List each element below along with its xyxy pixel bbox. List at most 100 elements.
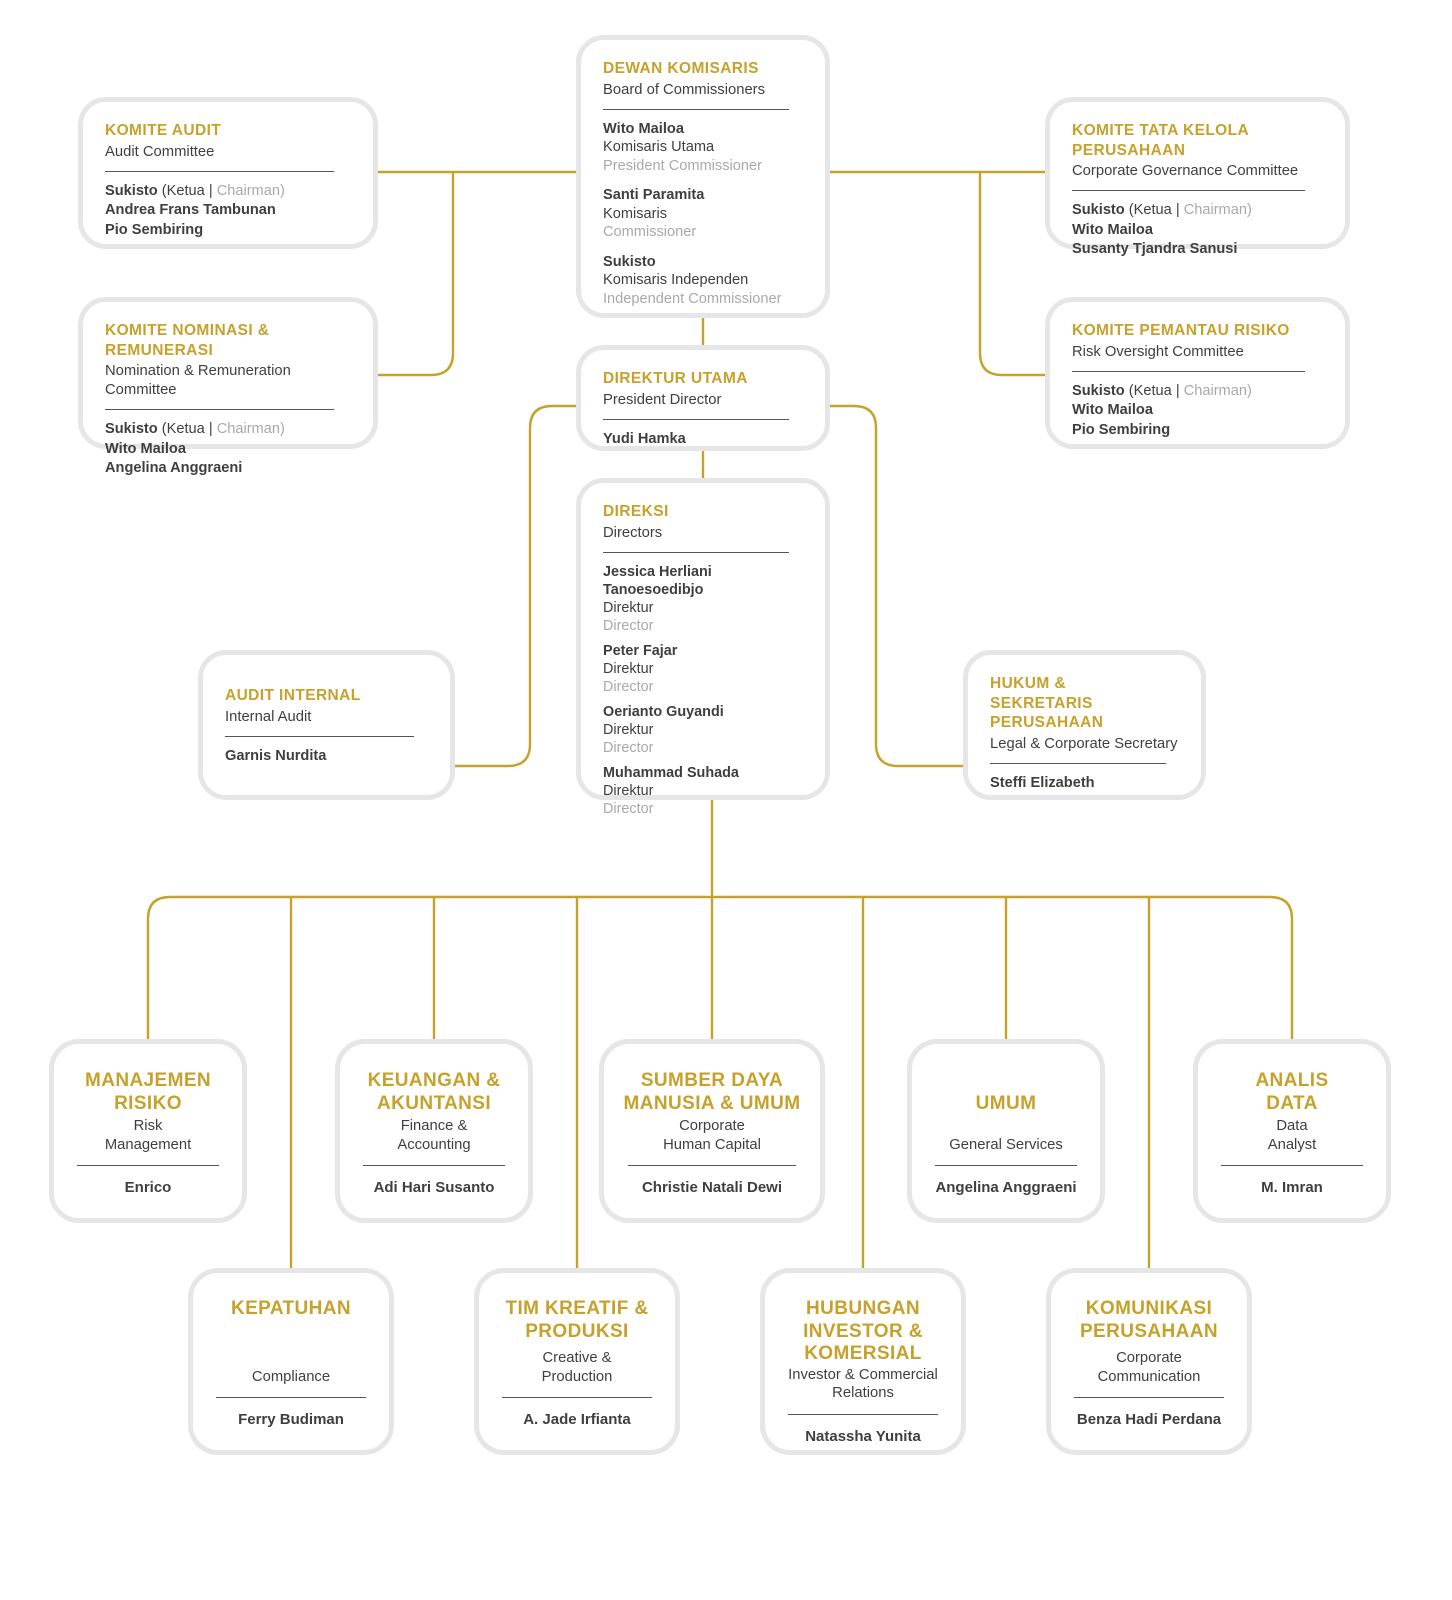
member-name: Jessica Herliani Tanoesoedibjo — [603, 563, 712, 598]
member-role-id: Direktur — [603, 599, 654, 616]
divider — [76, 1165, 220, 1166]
box-subtitle: President Director — [603, 391, 722, 408]
member-role-en: Director — [603, 739, 654, 756]
member-role-id: Direktur — [603, 721, 654, 738]
member-name: Oerianto Guyandi — [603, 703, 724, 720]
divider — [362, 1165, 506, 1166]
chair-note-id: (Ketua | — [161, 182, 213, 199]
member-name: Andrea Frans Tambunan — [105, 202, 276, 218]
dept-head-name: A. Jade Irfianta — [523, 1411, 631, 1428]
dept-title: SUMBER DAYA MANUSIA & UMUM — [623, 1070, 801, 1114]
chair-name: Sukisto — [105, 182, 158, 199]
member-name: Garnis Nurdita — [225, 747, 327, 764]
member-name: Sukisto — [603, 253, 656, 270]
divider — [990, 762, 1166, 764]
dept-subtitle: Corporate Communication — [1097, 1350, 1201, 1385]
dept-subtitle: Creative & Production — [541, 1350, 613, 1385]
member-role-en: Director — [603, 800, 654, 817]
member-name: Santi Paramita — [603, 187, 705, 203]
connector-bus — [146, 895, 1294, 1039]
divider — [1074, 1397, 1224, 1398]
divider — [1220, 1165, 1364, 1166]
investor-commercial-relations-box: HUBUNGAN INVESTOR & KOMERSIAL Investor &… — [760, 1268, 966, 1455]
dept-title: KEUANGAN & AKUNTANSI — [367, 1070, 501, 1114]
compliance-box: KEPATUHAN Compliance Ferry Budiman — [188, 1268, 394, 1455]
member-name: Peter Fajar — [603, 642, 678, 659]
divider — [216, 1397, 366, 1398]
divider — [105, 409, 334, 410]
box-title: DIREKTUR UTAMA — [603, 370, 748, 387]
box-title: DEWAN KOMISARIS — [603, 60, 759, 77]
creative-production-box: TIM KREATIF & PRODUKSI Creative & Produc… — [474, 1268, 680, 1455]
dept-title: ANALIS DATA — [1255, 1070, 1329, 1114]
box-subtitle: Internal Audit — [225, 708, 312, 725]
chair-line: Sukisto (Ketua | Chairman) — [105, 420, 351, 440]
box-subtitle: Audit Committee — [105, 143, 215, 160]
dept-subtitle: Compliance — [251, 1368, 331, 1385]
data-analyst-box: ANALIS DATA Data Analyst M. Imran — [1193, 1039, 1391, 1223]
chair-note-en: Chairman) — [216, 182, 285, 199]
divider — [1072, 370, 1306, 372]
risk-management-box: MANAJEMEN RISIKO Risk Management Enrico — [49, 1039, 247, 1223]
chair-name: Sukisto — [105, 421, 158, 437]
chair-name: Sukisto — [1072, 382, 1125, 399]
divider — [603, 551, 789, 553]
member-role-en: President Commissioner — [603, 157, 762, 174]
box-title: KOMITE AUDIT — [105, 122, 222, 139]
divider — [934, 1165, 1078, 1166]
member-name: Susanty Tjandra Sanusi — [1072, 241, 1238, 257]
dept-subtitle: Risk Management — [104, 1118, 192, 1153]
corporate-human-capital-box: SUMBER DAYA MANUSIA & UMUM Corporate Hum… — [599, 1039, 825, 1223]
box-subtitle: Board of Commissioners — [603, 81, 765, 98]
member-name: Wito Mailoa — [1072, 221, 1153, 238]
member-name: Angelina Anggraeni — [105, 460, 243, 476]
corporate-communication-box: KOMUNIKASI PERUSAHAAN Corporate Communic… — [1046, 1268, 1252, 1455]
finance-accounting-box: KEUANGAN & AKUNTANSI Finance & Accountin… — [335, 1039, 533, 1223]
legal-corporate-secretary-box: HUKUM & SEKRETARIS PERUSAHAAN Legal & Co… — [963, 650, 1206, 800]
divider — [502, 1397, 652, 1398]
member: Sukisto Komisaris Independen Independent… — [603, 253, 803, 309]
dept-subtitle: General Services — [949, 1136, 1063, 1153]
dept-head-name: Christie Natali Dewi — [641, 1179, 783, 1196]
chair-note-en: Chairman) — [1183, 382, 1252, 399]
dept-title: KOMUNIKASI PERUSAHAAN — [1079, 1298, 1219, 1342]
dept-subtitle: Corporate Human Capital — [663, 1118, 761, 1153]
divider — [225, 735, 414, 737]
dept-title: KEPATUHAN — [230, 1298, 352, 1319]
divider — [628, 1165, 796, 1166]
member-role-en: Director — [603, 617, 654, 634]
connector-risk-oversight-committee — [978, 172, 1045, 377]
chair-note-id: (Ketua | — [161, 421, 213, 437]
dept-head-name: Enrico — [124, 1179, 172, 1196]
member-role-id: Direktur — [603, 660, 654, 677]
member: Peter Fajar Direktur Director — [603, 642, 803, 696]
member-name: Wito Mailoa — [1072, 402, 1153, 418]
divider — [105, 170, 334, 172]
dept-head-name: Ferry Budiman — [238, 1411, 344, 1428]
box-subtitle: Nomination & Remuneration Committee — [105, 363, 291, 398]
dept-head-name: Adi Hari Susanto — [373, 1179, 495, 1196]
member-role-en: Commissioner — [603, 224, 697, 240]
member: Santi Paramita Komisaris Commissioner — [603, 186, 803, 242]
box-subtitle: Legal & Corporate Secretary — [990, 735, 1178, 752]
chair-note-en: Chairman) — [1183, 202, 1252, 218]
member: Oerianto Guyandi Direktur Director — [603, 703, 803, 757]
dept-title: MANAJEMEN RISIKO — [84, 1070, 212, 1114]
box-title: AUDIT INTERNAL — [225, 687, 361, 704]
member-name: Steffi Elizabeth — [990, 774, 1095, 791]
member-name: Pio Sembiring — [105, 221, 204, 238]
member-role-id: Direktur — [603, 782, 654, 799]
box-title: DIREKSI — [603, 503, 669, 520]
chair-line: Sukisto (Ketua | Chairman) — [105, 182, 351, 202]
member-name: Yudi Hamka — [603, 430, 686, 447]
chair-note-id: (Ketua | — [1128, 382, 1180, 399]
box-title: KOMITE PEMANTAU RISIKO — [1072, 322, 1290, 339]
chair-line: Sukisto (Ketua | Chairman) — [1072, 201, 1323, 221]
member: Wito Mailoa Komisaris Utama President Co… — [603, 120, 803, 176]
member: Muhammad Suhada Direktur Director — [603, 764, 803, 818]
box-title: KOMITE TATA KELOLA PERUSAHAAN — [1072, 122, 1249, 159]
divider — [603, 108, 789, 110]
member-role-en: Independent Commissioner — [603, 290, 782, 307]
